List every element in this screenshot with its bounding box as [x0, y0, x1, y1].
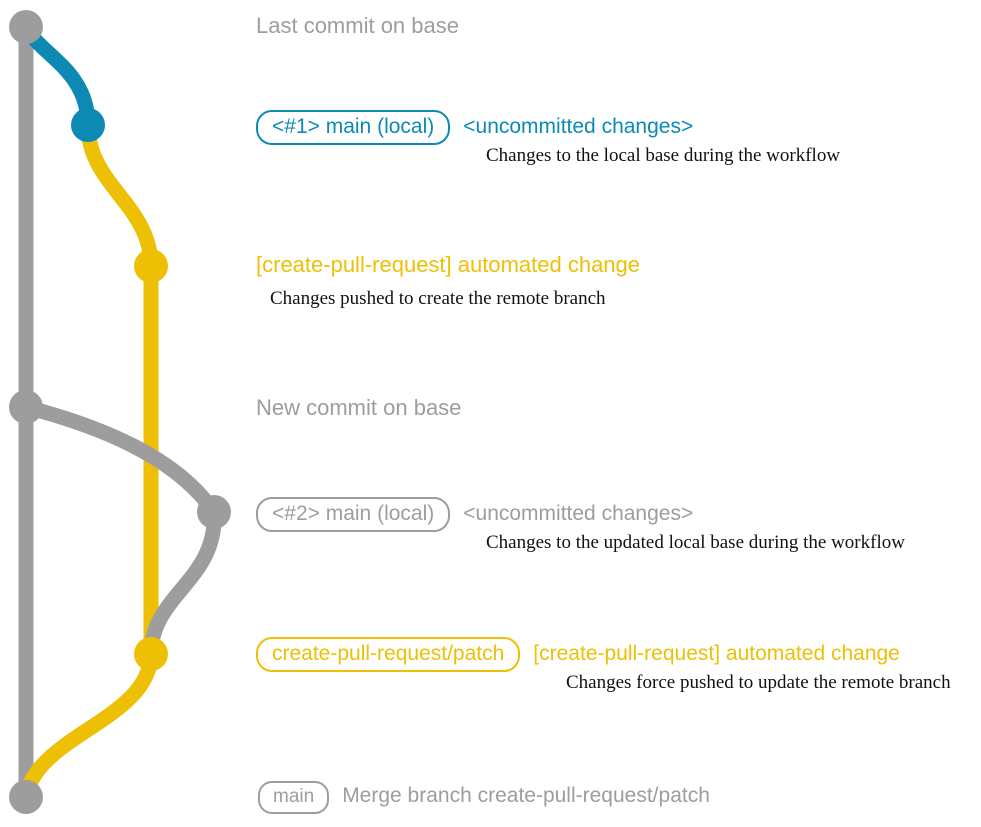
commit-subject: New commit on base: [256, 395, 462, 420]
commit-subject: <uncommitted changes>: [463, 502, 694, 525]
row-merge-commit: main Merge branch create-pull-request/pa…: [258, 781, 710, 814]
ref-tag-main-local-1[interactable]: <#1> main (local): [256, 110, 451, 146]
ref-tag-main-local-2[interactable]: <#2> main (local): [256, 497, 451, 533]
row-local-commit-1: <#1> main (local) <uncommitted changes>: [256, 110, 694, 146]
edge-remote-2-to-merge: [18, 646, 159, 805]
row-last-commit-on-base: Last commit on base: [256, 14, 459, 37]
commit-subject: [create-pull-request] automated change: [533, 642, 900, 665]
edge-local-1-to-remote-1: [80, 117, 159, 274]
note-automated-change-2: Changes force pushed to update the remot…: [566, 672, 951, 693]
node-base-last-commit[interactable]: [9, 10, 43, 44]
edge-local-2-to-remote-2: [143, 504, 222, 662]
commit-subject: [create-pull-request] automated change: [256, 252, 641, 277]
row-automated-change-1: [create-pull-request] automated change: [256, 253, 640, 276]
commit-subject: <uncommitted changes>: [463, 115, 694, 138]
edge-base-to-local-2: [18, 399, 222, 520]
node-local-uncommitted-1[interactable]: [71, 108, 105, 142]
note-local-commit-1: Changes to the local base during the wor…: [486, 145, 841, 166]
commit-subject: Last commit on base: [256, 13, 459, 38]
note-local-commit-2: Changes to the updated local base during…: [486, 532, 905, 553]
note-automated-change-1: Changes pushed to create the remote bran…: [270, 288, 606, 309]
row-local-commit-2: <#2> main (local) <uncommitted changes>: [256, 497, 694, 533]
ref-tag-create-pull-request-patch[interactable]: create-pull-request/patch: [256, 637, 521, 673]
node-remote-automated-2[interactable]: [134, 637, 168, 671]
node-base-new-commit[interactable]: [9, 390, 43, 424]
row-new-commit-on-base: New commit on base: [256, 396, 461, 419]
node-remote-automated-1[interactable]: [134, 249, 168, 283]
node-merge-commit[interactable]: [9, 780, 43, 814]
ref-tag-main[interactable]: main: [258, 781, 330, 814]
row-automated-change-2: create-pull-request/patch [create-pull-r…: [256, 637, 900, 673]
edge-base-to-local-1: [18, 19, 96, 133]
commit-subject: Merge branch create-pull-request/patch: [342, 784, 710, 807]
node-local-uncommitted-2[interactable]: [197, 495, 231, 529]
